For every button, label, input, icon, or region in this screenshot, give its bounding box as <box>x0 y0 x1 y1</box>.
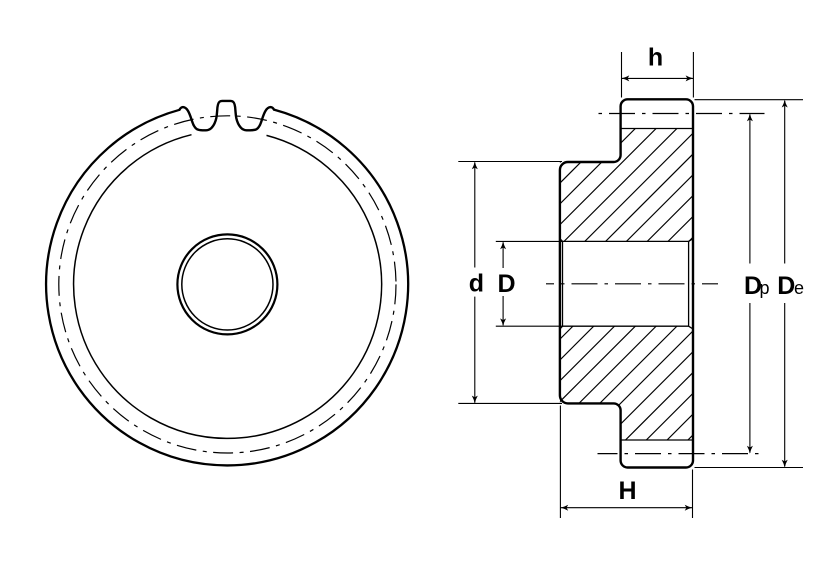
svg-text:d: d <box>469 269 484 297</box>
svg-text:H: H <box>618 477 636 505</box>
svg-text:p: p <box>760 278 770 298</box>
svg-text:D: D <box>777 272 795 300</box>
svg-text:D: D <box>497 270 515 298</box>
svg-text:h: h <box>648 44 663 72</box>
svg-text:e: e <box>794 278 804 298</box>
